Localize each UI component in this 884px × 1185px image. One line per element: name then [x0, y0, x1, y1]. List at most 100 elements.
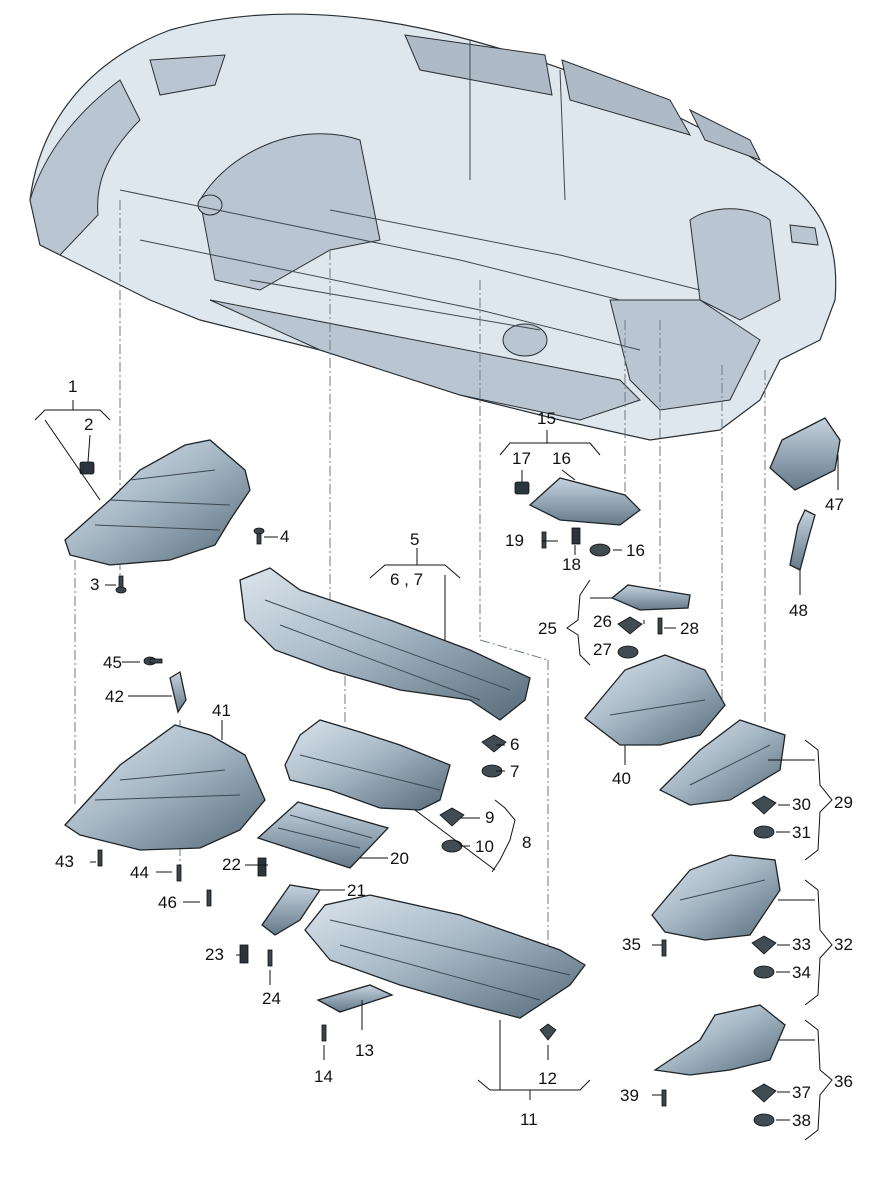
label-5: 5: [410, 530, 419, 549]
label-13: 13: [355, 1041, 374, 1060]
label-39: 39: [620, 1086, 639, 1105]
part-36-shield: [653, 1004, 786, 1076]
part-13-bracket: [316, 984, 394, 1013]
washer-27: [617, 645, 639, 659]
label-10: 10: [475, 837, 494, 856]
nut-12: [539, 1023, 557, 1041]
part-40-panel: [584, 654, 726, 746]
label-34: 34: [792, 963, 811, 982]
clip-2: [79, 461, 95, 475]
vehicle-underbody: [29, 13, 837, 441]
label-16: 16: [626, 541, 645, 560]
part-47-deflector: [769, 417, 841, 491]
clip-18: [571, 527, 581, 545]
bolt-14: [321, 1024, 327, 1042]
label-43: 43: [55, 852, 74, 871]
part-number-labels: 1 2 3 4 5 6 , 7 6 7 8 9 10 11 12 13 14 1…: [55, 377, 853, 1130]
part-32-panel: [651, 854, 781, 941]
washer-34: [753, 965, 775, 979]
label-2: 2: [84, 415, 93, 434]
bolt-46: [206, 889, 212, 907]
label-33: 33: [792, 935, 811, 954]
bolt-24: [267, 949, 273, 967]
bolt-43: [97, 849, 103, 867]
label-31: 31: [792, 823, 811, 842]
part-42-strip: [169, 670, 187, 714]
label-32: 32: [834, 935, 853, 954]
label-35: 35: [622, 935, 641, 954]
bolt-19: [541, 531, 547, 549]
bolt-39: [661, 1089, 667, 1107]
washer-10: [441, 839, 463, 853]
label-46: 46: [158, 893, 177, 912]
bolt-3: [115, 575, 127, 594]
part-48-strip: [789, 509, 816, 571]
label-6: 6: [510, 735, 519, 754]
leader-lines: [34, 400, 839, 1141]
bolt-28: [657, 617, 663, 635]
label-37: 37: [792, 1083, 811, 1102]
label-19: 19: [505, 531, 524, 550]
part-41-side-tray: [64, 724, 266, 851]
label-38: 38: [792, 1111, 811, 1130]
label-28: 28: [680, 619, 699, 638]
nut-33: [751, 935, 777, 955]
label-4: 4: [280, 527, 289, 546]
label-27: 27: [593, 640, 612, 659]
label-42: 42: [105, 687, 124, 706]
nut-6: [481, 734, 507, 753]
label-48: 48: [789, 601, 808, 620]
label-36: 36: [834, 1072, 853, 1091]
nut-26: [617, 616, 643, 635]
label-18: 18: [562, 555, 581, 574]
part-21-bracket: [261, 884, 322, 936]
label-11: 11: [520, 1110, 538, 1129]
part-5-tunnel-panel: [239, 567, 531, 721]
nut-37: [751, 1083, 777, 1103]
label-47: 47: [825, 495, 844, 514]
label-26: 26: [593, 612, 612, 631]
bolt-44: [176, 864, 182, 882]
part-11-long-panel: [304, 894, 586, 1019]
label-22: 22: [222, 855, 241, 874]
clip-23: [239, 944, 249, 964]
washer-38: [753, 1113, 775, 1127]
label-12: 12: [538, 1069, 557, 1088]
label-41: 41: [212, 701, 231, 720]
reference-lines: [74, 200, 766, 975]
label-45: 45: [103, 653, 122, 672]
part-29-panel: [658, 719, 786, 806]
nut-9: [439, 807, 465, 827]
bolt-45: [143, 656, 163, 666]
part-1-front-tray: [64, 439, 251, 566]
part-25-bracket: [610, 584, 691, 611]
washer-31: [753, 825, 775, 839]
label-7: 7: [510, 762, 519, 781]
clip-22: [257, 857, 267, 877]
label-40: 40: [612, 769, 631, 788]
label-6-7: 6 , 7: [390, 570, 423, 589]
washer-16: [589, 543, 611, 557]
label-24: 24: [262, 989, 281, 1008]
label-29: 29: [834, 793, 853, 812]
part-20-plate: [256, 801, 390, 869]
label-16-top: 16: [552, 449, 571, 468]
label-8: 8: [522, 833, 531, 852]
label-25: 25: [538, 619, 557, 638]
part-16-shield: [528, 477, 641, 526]
bolt-35: [661, 939, 667, 957]
part-8-center-panel: [284, 719, 451, 811]
label-20: 20: [390, 849, 409, 868]
label-23: 23: [205, 945, 224, 964]
label-17: 17: [512, 449, 531, 468]
label-21: 21: [347, 881, 366, 900]
label-14: 14: [314, 1067, 333, 1086]
label-44: 44: [130, 863, 149, 882]
label-3: 3: [90, 575, 99, 594]
label-1: 1: [68, 377, 77, 396]
nut-30: [751, 795, 777, 815]
label-30: 30: [792, 795, 811, 814]
clip-17: [514, 481, 530, 495]
label-9: 9: [485, 808, 494, 827]
